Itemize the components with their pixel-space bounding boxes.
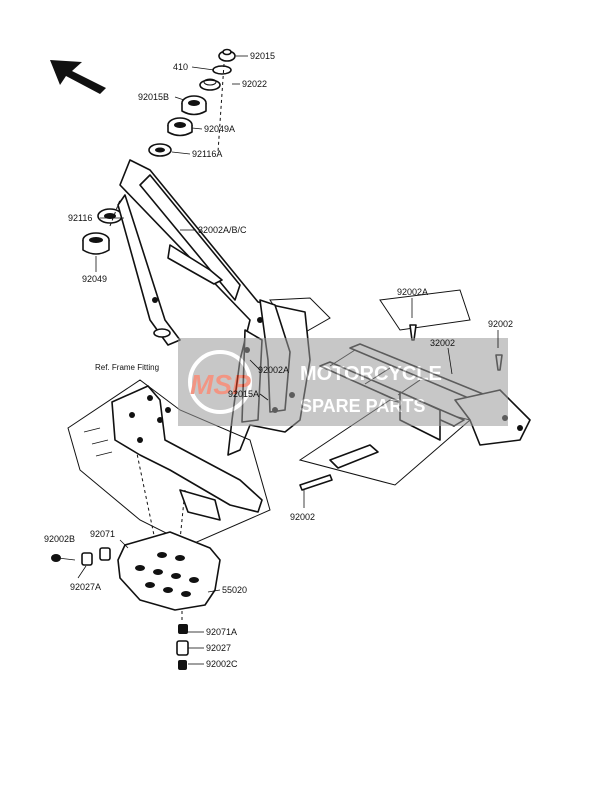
ref-frame-fitting-note: Ref. Frame Fitting [95,363,159,372]
frame-fitting-bracket [67,379,271,546]
watermark-line1: MOTORCYCLE [300,363,442,385]
steering-stem-parts [148,48,236,157]
callout-32002: 32002 [430,338,455,348]
leader-lines [77,55,499,665]
lower-bearing-parts [82,208,123,255]
callout-92002a-mid: 92002A [258,365,289,375]
callout-92049: 92049 [82,274,107,284]
skid-plate [117,531,221,611]
callout-92015: 92015 [250,51,275,61]
watermark-line2: SPARE PARTS [300,396,425,416]
callout-92015a: 92015A [228,389,259,399]
callout-92002c: 92002C [206,659,238,669]
callout-92015b: 92015B [138,92,169,102]
watermark: MSP MOTORCYCLE SPARE PARTS [178,338,508,426]
callout-92049a: 92049A [204,124,235,134]
callout-92002a-top: 92002A [397,287,428,297]
watermark-brand: MSP [190,369,251,400]
callout-92002b: 92002B [44,534,75,544]
callout-55020: 55020 [222,585,247,595]
callout-92071: 92071 [90,529,115,539]
callout-92116a: 92116A [192,149,222,159]
callout-92027: 92027 [206,643,231,653]
skid-hardware [51,547,189,670]
callout-92027a: 92027A [70,582,101,592]
callout-410: 410 [173,62,188,72]
callout-32002abc: 32002A/B/C [198,225,247,235]
callout-92022: 92022 [242,79,267,89]
callout-92116: 92116 [68,213,92,223]
callout-92002-right: 92002 [488,319,513,329]
callout-92002-bottom: 92002 [290,512,315,522]
callout-labels: 92015 410 92022 92015B 92049A 92116A 921… [44,51,513,669]
callout-92071a: 92071A [206,627,237,637]
front-direction-arrow-icon [50,60,106,94]
